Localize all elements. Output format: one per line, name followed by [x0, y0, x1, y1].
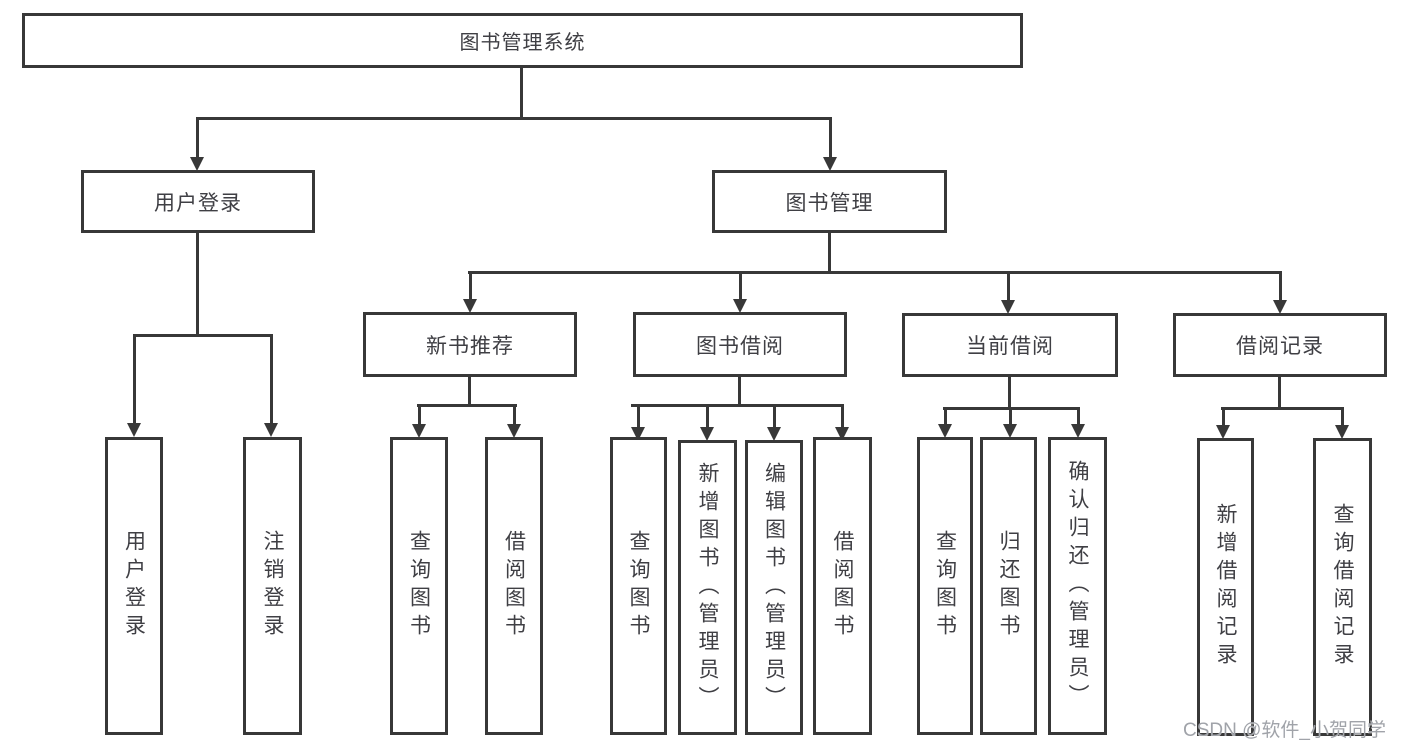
leaf-label: 借阅图书 [831, 530, 854, 642]
leaf-label: 查询借阅记录 [1331, 503, 1354, 671]
node-label: 当前借阅 [966, 335, 1054, 358]
node-label: 图书管理系统 [459, 32, 586, 54]
arrow-to-new-book-recommend [463, 272, 477, 313]
arrow-to-leaf-user-login [127, 335, 141, 437]
leaf-label: 查询图书 [407, 530, 431, 642]
connector-book-management-crossbar [468, 271, 1282, 274]
leaf-label: 用户登录 [122, 530, 146, 642]
node-borrowing-records: 借阅记录 [1173, 313, 1387, 377]
arrow-to-current-borrowing [1001, 272, 1015, 314]
node-label: 图书管理 [785, 191, 874, 215]
connector-user-login-stem [196, 232, 199, 336]
leaf-borrow-book-recommend: 借阅图书 [485, 437, 543, 735]
leaf-query-borrow-record: 查询借阅记录 [1313, 438, 1372, 736]
node-new-book-recommend: 新书推荐 [363, 312, 577, 377]
node-label: 新书推荐 [426, 334, 514, 358]
connector-book-borrowing-crossbar [631, 404, 844, 407]
arrow-to-leaf-borrow-book-1 [507, 405, 521, 438]
leaf-label: 新增借阅记录 [1214, 503, 1237, 671]
node-user-login: 用户登录 [81, 170, 315, 233]
arrow-to-leaf-return-book [1003, 408, 1017, 438]
leaf-query-book-current: 查询图书 [917, 437, 973, 735]
leaf-user-login: 用户登录 [105, 437, 163, 735]
arrow-to-leaf-borrow-book-2 [835, 405, 849, 441]
leaf-label: 确认归还（管理员） [1066, 460, 1089, 712]
arrow-to-leaf-logout [264, 335, 278, 437]
connector-root-stem [520, 66, 523, 118]
leaf-add-borrow-record: 新增借阅记录 [1197, 438, 1254, 736]
leaf-label: 注销登录 [261, 530, 284, 642]
arrow-to-leaf-add-borrow-record [1216, 408, 1230, 439]
connector-user-login-crossbar [133, 334, 273, 337]
arrow-to-leaf-query-book-1 [412, 405, 426, 438]
arrow-to-leaf-add-book-admin [700, 405, 714, 441]
arrow-to-leaf-query-borrow-record [1335, 408, 1349, 439]
connector-new-book-recommend-stem [468, 376, 471, 406]
leaf-label: 归还图书 [997, 530, 1020, 642]
leaf-edit-book-admin: 编辑图书（管理员） [745, 440, 803, 735]
node-library-management-system: 图书管理系统 [22, 13, 1023, 68]
connector-root-crossbar [196, 117, 832, 120]
arrow-to-book-management [823, 118, 837, 171]
arrow-to-borrowing-records [1273, 272, 1287, 314]
leaf-label: 查询图书 [627, 530, 650, 642]
arrow-to-book-borrowing [733, 272, 747, 313]
leaf-query-book-borrowing: 查询图书 [610, 437, 667, 735]
leaf-label: 查询图书 [933, 530, 957, 642]
connector-current-borrowing-stem [1008, 376, 1011, 409]
arrow-to-leaf-query-book-3 [938, 408, 952, 438]
csdn-watermark: CSDN @软件_小贺同学 [1183, 720, 1386, 741]
connector-book-borrowing-stem [738, 376, 741, 406]
leaf-label: 新增图书（管理员） [696, 461, 719, 714]
arrow-to-leaf-query-book-2 [631, 405, 645, 441]
connector-borrowing-records-crossbar [1221, 407, 1344, 410]
connector-new-book-recommend-crossbar [417, 404, 517, 407]
leaf-query-book-recommend: 查询图书 [390, 437, 448, 735]
node-label: 用户登录 [154, 191, 242, 215]
node-label: 借阅记录 [1236, 335, 1324, 358]
leaf-borrow-book-borrowing: 借阅图书 [813, 437, 872, 735]
arrow-to-leaf-edit-book-admin [767, 405, 781, 441]
leaf-logout: 注销登录 [243, 437, 302, 735]
node-current-borrowing: 当前借阅 [902, 313, 1118, 377]
node-label: 图书借阅 [696, 334, 784, 358]
leaf-add-book-admin: 新增图书（管理员） [678, 440, 737, 735]
leaf-return-book: 归还图书 [980, 437, 1037, 735]
connector-current-borrowing-crossbar [943, 407, 1080, 410]
connector-borrowing-records-stem [1278, 376, 1281, 409]
node-book-borrowing: 图书借阅 [633, 312, 847, 377]
leaf-confirm-return-admin: 确认归还（管理员） [1048, 437, 1107, 735]
leaf-label: 编辑图书（管理员） [762, 461, 786, 714]
arrow-to-user-login [190, 118, 204, 171]
leaf-label: 借阅图书 [502, 530, 526, 642]
node-book-management: 图书管理 [712, 170, 947, 233]
arrow-to-leaf-confirm-return [1071, 408, 1085, 438]
connector-book-management-stem [828, 232, 831, 273]
